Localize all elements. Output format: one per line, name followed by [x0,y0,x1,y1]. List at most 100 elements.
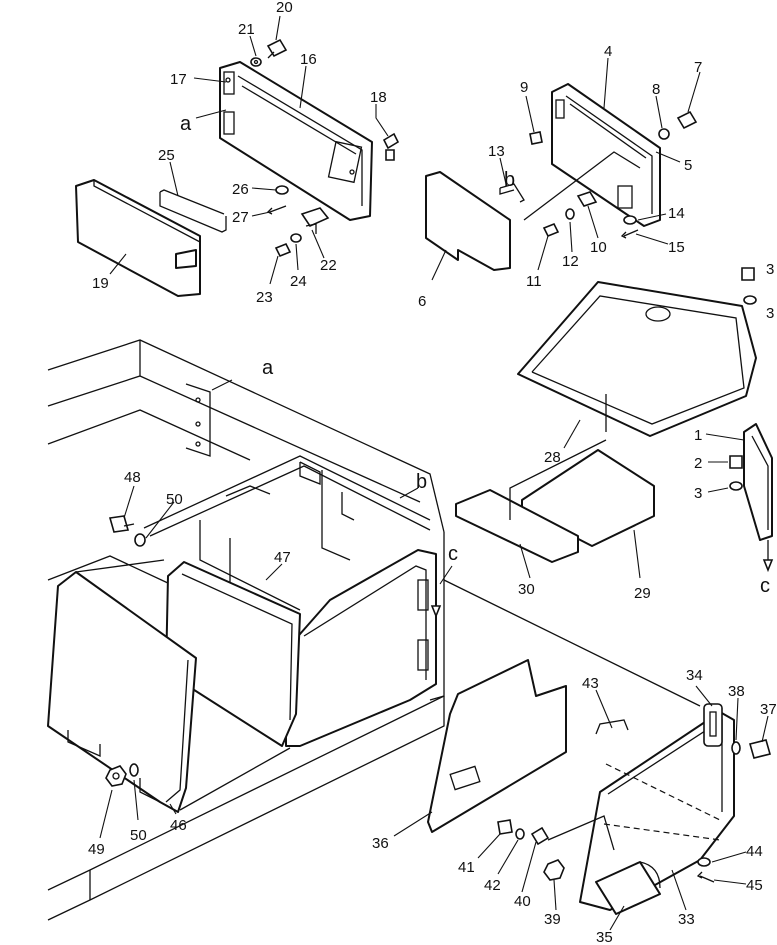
bolt-41 [497,819,513,835]
guide-line-b-top [523,151,641,221]
washer-26 [275,185,289,195]
bolt-9 [529,131,543,145]
nut-39 [543,859,565,881]
callout-30: 30 [518,581,535,598]
callout-19: 19 [92,275,109,292]
insulation-pad-36 [427,659,567,833]
handle-43 [595,719,629,735]
cushion-pad-19 [75,179,201,297]
washer-8 [658,128,670,140]
handle-13 [499,183,525,203]
callout-38: 38 [728,683,745,700]
washer-3-mid [743,295,757,305]
bolt-2 [729,455,743,469]
callout-16: 16 [300,51,317,68]
guide-line-to-33 [443,579,701,707]
callout-35: 35 [596,929,613,945]
callout-33: 33 [678,911,695,928]
callout-45: 45 [746,877,763,894]
pin-15 [620,229,639,239]
callout-8: 8 [652,81,660,98]
bracket-1 [743,423,773,541]
callout-4: 4 [604,43,612,60]
callout-20: 20 [276,0,293,16]
callout-c-right: c [760,575,770,597]
callout-c-frame: c [448,543,458,565]
nut-49 [105,765,127,787]
callout-11: 11 [526,273,542,290]
guide-line-29 [509,439,607,520]
callout-22: 22 [320,257,337,274]
callout-41: 41 [458,859,475,876]
callout-44: 44 [746,843,763,860]
bolt-7 [676,110,698,130]
cover-plate-35 [595,861,661,915]
callout-b-frame: b [416,471,427,493]
washer-3-low [729,481,743,491]
callout-1: 1 [694,427,702,444]
callout-10: 10 [590,239,607,256]
bolt-23 [274,242,292,258]
callout-b-top: b [504,169,515,191]
callout-37: 37 [760,701,777,718]
leader-lines [99,15,769,931]
bolt-3-top [741,267,755,281]
arrow-c-right [762,559,774,573]
callout-50-top: 50 [166,491,183,508]
washer-44 [697,857,711,867]
lock-40 [530,826,550,846]
callout-5: 5 [684,157,692,174]
door-panel-46 [47,571,197,813]
floor-plate-28 [517,281,757,437]
guide-line-to-46 [75,559,165,573]
callout-3-mid: 3 [766,305,774,322]
washer-24 [290,233,302,243]
callout-25: 25 [158,147,175,164]
top-cover-panel-16 [219,61,373,221]
machine-frame [47,339,445,921]
callout-3-low: 3 [694,485,702,502]
callout-a-top: a [180,113,192,135]
washer-42 [515,828,525,840]
side-panel-right-frame [285,549,437,747]
callout-3-top: 3 [766,261,774,278]
latch-18 [382,132,400,161]
callout-9: 9 [520,79,528,96]
callout-2: 2 [694,455,702,472]
callout-18: 18 [370,89,387,106]
callout-6: 6 [418,293,426,310]
guide-line-46-low [179,747,291,811]
callout-27: 27 [232,209,249,226]
callout-labels: 20 21 16 17 18 a 25 26 27 19 23 24 22 9 … [88,0,777,945]
guide-line-35 [547,815,615,851]
washer-50-top [134,533,146,547]
callout-7: 7 [694,59,702,76]
callout-48: 48 [124,469,141,486]
callout-23: 23 [256,289,273,306]
washer-14 [623,215,637,225]
bolt-37 [749,739,771,759]
callout-24: 24 [290,273,307,290]
callout-34: 34 [686,667,703,684]
bolt-20 [266,38,288,59]
handle-25 [159,189,227,233]
bracket-22 [300,207,330,234]
washer-21 [250,57,262,67]
callout-a-frame: a [262,357,274,379]
bolt-48 [108,515,135,533]
callout-47: 47 [274,549,291,566]
callout-26: 26 [232,181,249,198]
callout-42: 42 [484,877,501,894]
callout-15: 15 [668,239,685,256]
callout-50-bottom: 50 [130,827,147,844]
pin-45 [696,871,715,883]
callout-29: 29 [634,585,651,602]
callout-17: 17 [170,71,187,88]
callout-46: 46 [170,817,187,834]
bracket-10 [576,191,598,207]
callout-39: 39 [544,911,561,928]
washer-38 [731,741,741,755]
pin-27 [266,205,287,215]
callout-49: 49 [88,841,105,858]
